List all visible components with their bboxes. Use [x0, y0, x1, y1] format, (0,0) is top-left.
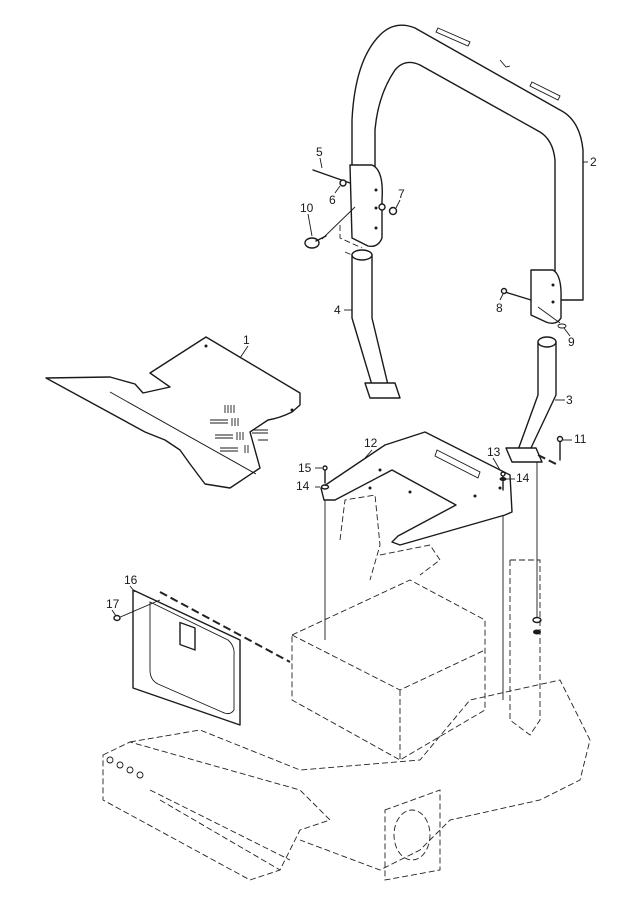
callout-12: 12 — [364, 436, 378, 450]
callout-6: 6 — [329, 193, 336, 207]
callout-16: 16 — [124, 573, 138, 587]
rollover-bar-upper — [349, 24, 584, 325]
callout-1: 1 — [243, 333, 250, 347]
callout-10: 10 — [300, 201, 314, 215]
rollover-post-left — [351, 249, 401, 399]
callout-4: 4 — [334, 303, 341, 317]
callout-15: 15 — [298, 461, 312, 475]
rollover-post-right — [505, 336, 557, 463]
callout-14-left: 14 — [296, 479, 310, 493]
fasteners-right-clamp — [500, 287, 567, 329]
callout-9: 9 — [568, 335, 575, 349]
callout-2: 2 — [590, 155, 597, 169]
callout-7: 7 — [398, 187, 405, 201]
access-panel — [113, 589, 241, 726]
plate-fasteners — [320, 435, 564, 491]
callout-13: 13 — [487, 445, 501, 459]
mounting-plate — [320, 431, 513, 546]
callout-14-right: 14 — [516, 471, 530, 485]
fasteners-left-clamp — [304, 169, 398, 249]
callout-11: 11 — [574, 432, 587, 446]
callout-17: 17 — [106, 597, 120, 611]
callout-3: 3 — [566, 393, 573, 407]
callout-8: 8 — [496, 301, 503, 315]
callout-5: 5 — [316, 145, 323, 159]
tread-pattern — [210, 405, 268, 453]
tractor-frame-phantom — [102, 494, 591, 881]
floor-mat — [45, 336, 301, 489]
